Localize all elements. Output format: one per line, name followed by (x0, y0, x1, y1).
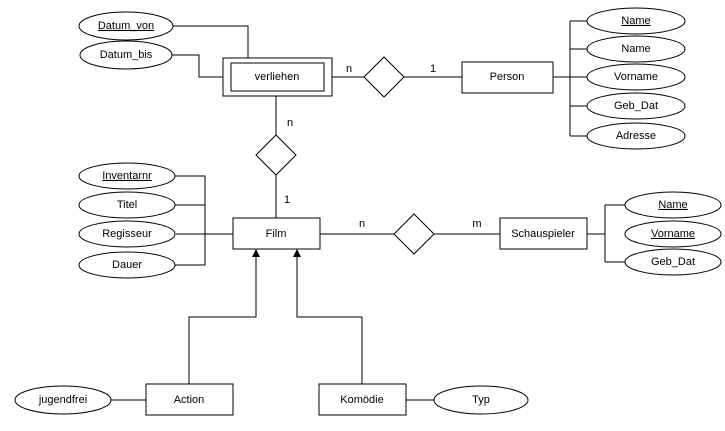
attribute-datum-von: Datum_von (78, 11, 174, 41)
arrow-komoedie-film (293, 249, 301, 257)
entity-schauspieler-label: Schauspieler (511, 228, 575, 240)
attribute-jugendfrei-label: jugendfrei (38, 394, 87, 406)
attribute-person-adresse: Adresse (586, 122, 686, 150)
line-film-bracket (175, 175, 206, 266)
entity-komoedie-label: Komödie (340, 394, 383, 406)
line-komoedie-film (296, 250, 363, 384)
attribute-dauer-label: Dauer (112, 259, 142, 271)
cardinality-film-to-schauspieler: n (359, 218, 365, 230)
attribute-titel-label: Titel (117, 199, 137, 211)
entity-action-label: Action (174, 394, 205, 406)
attribute-titel: Titel (78, 191, 176, 219)
attribute-inventarnr: Inventarnr (78, 162, 176, 190)
entity-film: Film (232, 217, 321, 250)
attribute-typ: Typ (433, 385, 529, 415)
attribute-schauspieler-geb-dat: Geb_Dat (624, 248, 722, 276)
relationship-diamond-verleih-film (255, 134, 297, 176)
entity-person-label: Person (490, 71, 525, 83)
attribute-schauspieler-name: Name (624, 191, 722, 219)
line-action-film (188, 250, 257, 384)
attribute-datum-von-label: Datum_von (98, 20, 154, 32)
entity-schauspieler: Schauspieler (499, 217, 588, 250)
attribute-person-vorname: Vorname (586, 63, 686, 91)
attribute-datum-bis: Datum_bis (79, 40, 173, 70)
attribute-person-geb-dat: Geb_Dat (586, 92, 686, 120)
attribute-schauspieler-vorname-label: Vorname (651, 228, 695, 240)
line-datum-von (173, 25, 249, 58)
attribute-schauspieler-vorname: Vorname (624, 220, 722, 248)
cardinality-verliehen-side: n (346, 63, 352, 75)
attribute-person-geb-dat-label: Geb_Dat (614, 100, 658, 112)
attribute-person-name: Name (586, 35, 686, 63)
attribute-dauer: Dauer (78, 251, 176, 279)
cardinality-person-side: 1 (430, 63, 436, 75)
arrow-action-film (252, 249, 260, 257)
line-datum-bis (172, 54, 223, 78)
attribute-person-name-label: Name (621, 43, 650, 55)
attribute-typ-label: Typ (472, 394, 490, 406)
attribute-regisseur: Regisseur (78, 220, 176, 248)
attribute-schauspieler-geb-dat-label: Geb_Dat (651, 256, 695, 268)
entity-verliehen: verliehen (222, 57, 333, 97)
cardinality-schauspieler-side: m (472, 218, 481, 230)
connectors (111, 20, 625, 401)
entity-verliehen-label: verliehen (255, 71, 300, 83)
cardinality-verliehen-to-film: n (287, 117, 293, 129)
attribute-person-vorname-label: Vorname (614, 71, 658, 83)
relationship-diamond-ausleihe (363, 56, 405, 98)
entity-person: Person (461, 61, 554, 94)
attribute-regisseur-label: Regisseur (102, 228, 152, 240)
attribute-inventarnr-label: Inventarnr (102, 170, 152, 182)
attribute-person-adresse-label: Adresse (616, 130, 656, 142)
attribute-datum-bis-label: Datum_bis (100, 49, 153, 61)
attribute-person-name-key: Name (586, 7, 686, 35)
relationship-diamond-besetzung (393, 213, 435, 255)
entity-film-label: Film (266, 228, 287, 240)
attribute-schauspieler-name-label: Name (658, 199, 687, 211)
attribute-jugendfrei: jugendfrei (14, 385, 112, 415)
attribute-person-name-key-label: Name (621, 15, 650, 27)
cardinality-film-to-verliehen: 1 (284, 194, 290, 206)
entity-action: Action (145, 383, 234, 416)
entity-komoedie: Komödie (318, 383, 407, 416)
